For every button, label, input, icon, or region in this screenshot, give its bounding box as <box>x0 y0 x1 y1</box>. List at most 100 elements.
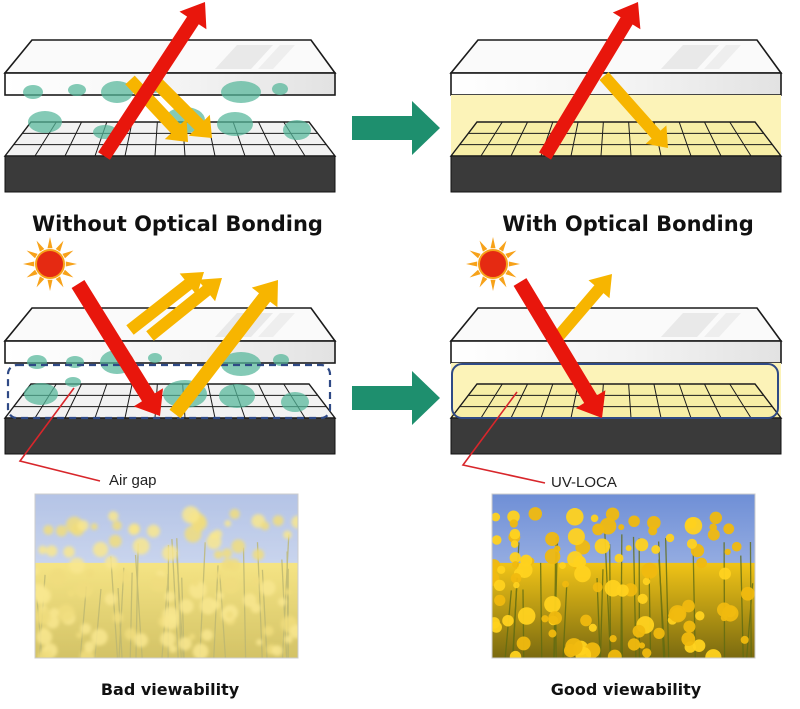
air-bubble <box>65 377 81 387</box>
blossom <box>513 582 519 588</box>
bottom-right-display-base <box>451 418 781 454</box>
blossom <box>562 581 569 588</box>
bottom-right-panel-grid <box>451 384 781 418</box>
blossom <box>606 507 619 520</box>
blossom <box>593 582 603 592</box>
blossom <box>566 508 584 526</box>
blossom <box>687 539 697 549</box>
blossom <box>709 523 717 531</box>
blossom <box>567 551 583 567</box>
air-bubble <box>219 384 255 408</box>
blossom <box>681 632 695 646</box>
blossom <box>741 636 749 644</box>
blossom <box>638 594 648 604</box>
blossom <box>510 651 521 662</box>
blossom <box>491 513 500 522</box>
sun-ray <box>37 276 45 287</box>
blossom <box>695 611 704 620</box>
blossom <box>554 546 561 553</box>
blossom <box>609 635 616 642</box>
blossom <box>648 526 657 535</box>
blossom <box>492 535 502 545</box>
photo-bad-viewability <box>30 494 304 665</box>
heading-with-bonding: With Optical Bonding <box>480 212 776 236</box>
transition-arrow-top <box>352 101 440 155</box>
air-bubble <box>283 120 311 140</box>
blossom <box>696 558 707 569</box>
blossom <box>643 578 651 586</box>
sun-ray <box>66 262 77 267</box>
blossom <box>635 538 648 551</box>
air-bubble <box>148 353 162 363</box>
blossom <box>732 542 742 552</box>
blossom <box>639 642 645 648</box>
blossom <box>502 615 513 626</box>
blossom <box>618 524 624 530</box>
sun-ray <box>499 241 507 252</box>
blossom <box>512 561 519 568</box>
transition-arrow-top-icon <box>352 101 440 155</box>
blossom <box>574 566 591 583</box>
blossom <box>544 596 561 613</box>
sun-ray <box>509 262 520 267</box>
blossom <box>633 625 646 638</box>
sun-ray <box>48 237 53 248</box>
blossom <box>568 528 585 545</box>
blossom <box>628 515 640 527</box>
blossom <box>717 603 731 617</box>
heading-without-bonding: Without Optical Bonding <box>32 212 316 236</box>
top-right-assembly <box>451 40 781 192</box>
blossom <box>615 554 624 563</box>
blossom <box>591 515 599 523</box>
blossom <box>669 605 686 622</box>
blossom <box>705 649 721 665</box>
blossom <box>608 650 622 664</box>
air-bubble <box>28 111 62 133</box>
sun-icon-left <box>23 237 77 291</box>
blossom <box>605 580 622 597</box>
blossom <box>651 545 660 554</box>
top-right-display-base <box>451 156 781 192</box>
caption-bad-viewability: Bad viewability <box>60 680 280 699</box>
blossom <box>518 607 536 625</box>
blossom <box>510 529 521 540</box>
blossom <box>494 595 505 606</box>
bottom-right-cover-glass-top <box>451 308 781 341</box>
photo-haze <box>35 494 298 658</box>
air-bubble <box>272 83 288 95</box>
sun-ray <box>499 276 507 287</box>
blossom <box>595 538 610 553</box>
sun-ray <box>23 262 34 267</box>
air-bubble <box>221 81 261 103</box>
sun-ray <box>37 241 45 252</box>
sun-ray <box>62 251 73 259</box>
sun-ray <box>56 241 64 252</box>
sun-ray <box>62 270 73 278</box>
blossom <box>511 540 519 548</box>
sun-icon-right <box>466 237 520 291</box>
bottom-left-assembly <box>5 308 335 454</box>
blossom <box>725 549 731 555</box>
sun-ray <box>466 262 477 267</box>
blossom <box>517 636 531 650</box>
sun-ray <box>470 251 481 259</box>
uv-loca-label: UV-LOCA <box>551 474 617 491</box>
blossom <box>548 611 562 625</box>
caption-good-viewability: Good viewability <box>516 680 736 699</box>
air-bubble <box>281 392 309 412</box>
blossom <box>559 562 566 569</box>
top-left-display-base <box>5 156 335 192</box>
air-bubble <box>24 383 58 405</box>
blossom <box>541 615 548 622</box>
blossom <box>741 587 755 601</box>
blossom <box>510 519 518 527</box>
transition-arrow-bottom-icon <box>352 371 440 425</box>
bottom-right-cover-glass-front <box>451 341 781 363</box>
blossom <box>565 638 582 655</box>
blossom <box>642 648 651 657</box>
comparison-photos <box>30 494 755 665</box>
blossom <box>626 545 632 551</box>
sun-ray <box>480 276 488 287</box>
